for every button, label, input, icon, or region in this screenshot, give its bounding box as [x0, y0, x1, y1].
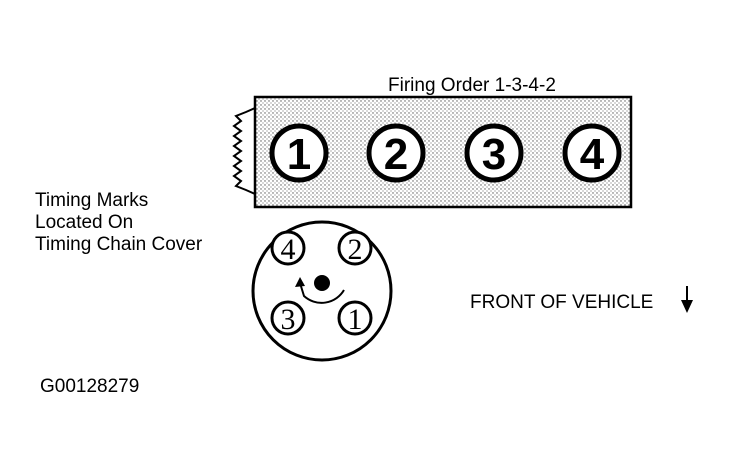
cylinder-1-number: 1: [287, 130, 311, 179]
distributor-terminal-4: 4: [270, 230, 306, 266]
distributor-terminal-1-number: 1: [348, 303, 363, 336]
cylinder-4: 4: [562, 123, 622, 183]
distributor-terminal-3: 3: [270, 300, 306, 336]
distributor-terminal-3-number: 3: [281, 303, 296, 336]
cylinder-4-number: 4: [580, 130, 605, 179]
distributor-terminal-2: 2: [337, 230, 373, 266]
distributor-rotor-shaft: [314, 275, 330, 291]
timing-marks-label-line-1: Timing Marks: [35, 190, 149, 211]
cylinder-3: 3: [464, 123, 524, 183]
timing-chain-cover: [232, 107, 256, 195]
distributor-terminal-2-number: 2: [348, 233, 363, 266]
timing-marks-label-line-2: Located On: [35, 212, 134, 233]
front-of-vehicle-label: FRONT OF VEHICLE: [470, 292, 654, 313]
distributor-terminal-4-number: 4: [281, 233, 296, 266]
cylinder-3-number: 3: [482, 130, 506, 179]
cylinder-1: 1: [269, 123, 329, 183]
timing-marks-label-line-3: Timing Chain Cover: [35, 234, 203, 255]
rotation-arrow: [299, 282, 345, 304]
rotation-arrowhead: [295, 277, 305, 287]
figure-id: G00128279: [40, 376, 140, 397]
front-arrow-icon: [681, 286, 693, 313]
cylinder-2: 2: [366, 123, 426, 183]
cylinder-2-number: 2: [384, 130, 408, 179]
firing-order-label: Firing Order 1-3-4-2: [388, 75, 556, 96]
distributor-terminal-1: 1: [337, 300, 373, 336]
